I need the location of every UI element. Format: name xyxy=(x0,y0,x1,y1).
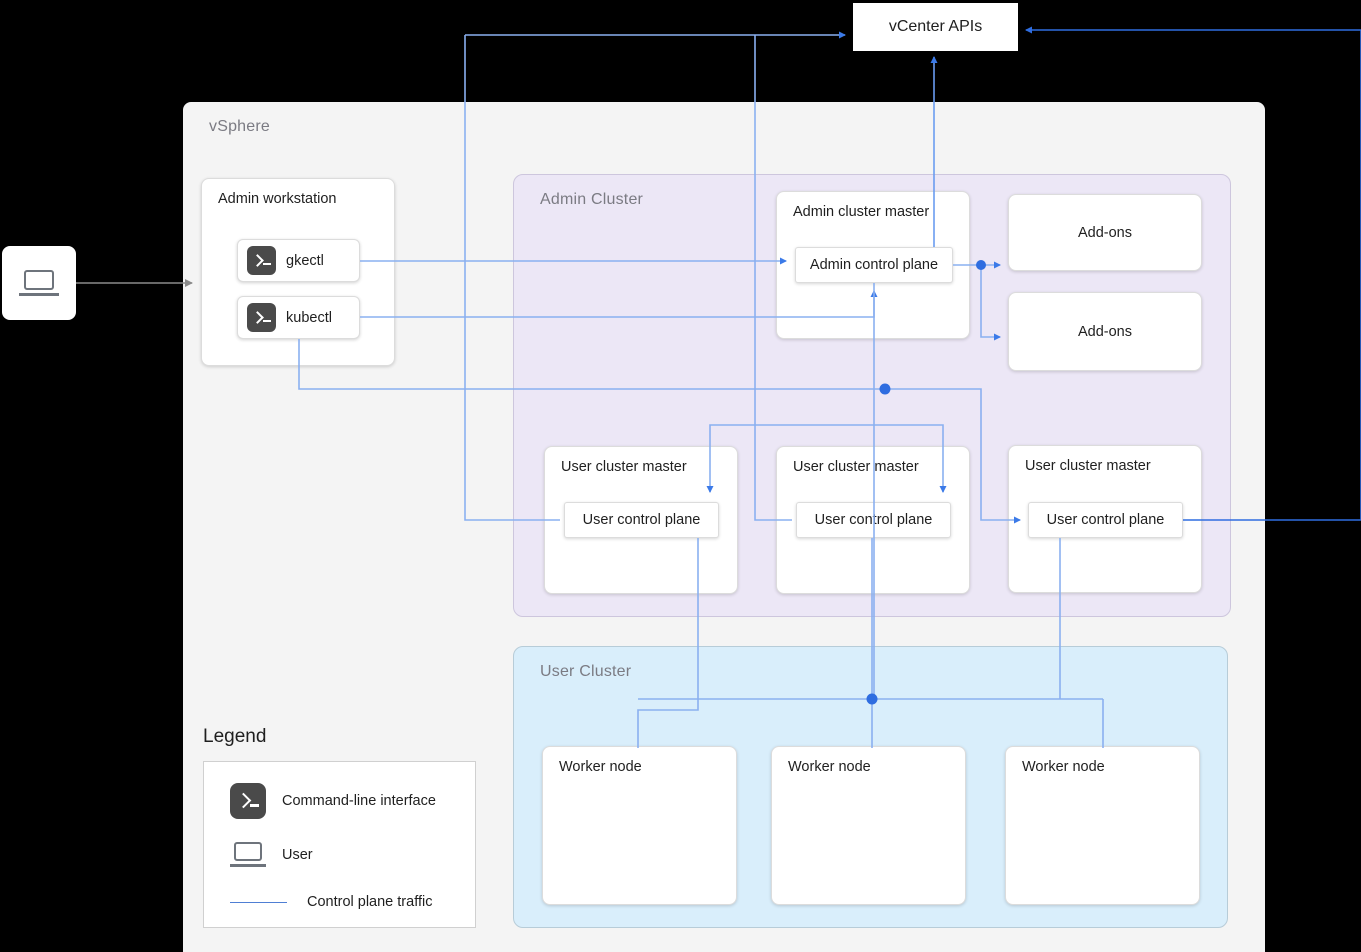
worker-node-card-3: Worker node xyxy=(1005,746,1200,905)
user-cluster-master-title-3: User cluster master xyxy=(1025,458,1151,474)
legend-item-user: User xyxy=(230,841,313,869)
admin-control-plane-label: Admin control plane xyxy=(809,257,939,273)
worker-node-title-3: Worker node xyxy=(1022,759,1105,775)
legend-label-line: Control plane traffic xyxy=(307,894,433,910)
addons-label-1: Add-ons xyxy=(1077,224,1132,241)
line-swatch-icon xyxy=(230,901,287,903)
vcenter-apis-label: vCenter APIs xyxy=(888,18,983,35)
vsphere-label: vSphere xyxy=(209,118,270,135)
cli-chip-gkectl[interactable]: gkectl xyxy=(237,239,360,282)
terminal-icon xyxy=(230,783,266,819)
admin-control-plane-card: Admin control plane xyxy=(795,247,953,283)
worker-node-card-2: Worker node xyxy=(771,746,966,905)
worker-node-title-1: Worker node xyxy=(559,759,642,775)
addons-card-1: Add-ons xyxy=(1008,194,1202,271)
cli-label-kubectl: kubectl xyxy=(286,309,332,326)
terminal-icon xyxy=(247,246,276,275)
terminal-icon xyxy=(247,303,276,332)
worker-node-card-1: Worker node xyxy=(542,746,737,905)
vcenter-apis-box: vCenter APIs xyxy=(853,3,1018,51)
admin-cluster-label: Admin Cluster xyxy=(540,191,644,208)
user-control-plane-label-2: User control plane xyxy=(814,512,933,528)
cli-label-gkectl: gkectl xyxy=(286,252,324,269)
admin-cluster-master-title: Admin cluster master xyxy=(793,204,930,220)
legend-heading: Legend xyxy=(203,726,267,747)
user-control-plane-card-2: User control plane xyxy=(796,502,951,538)
laptop-icon xyxy=(19,268,59,298)
legend-box: Command-line interface User Control plan… xyxy=(203,761,476,928)
user-cluster-label: User Cluster xyxy=(540,663,632,680)
user-cluster-master-title-2: User cluster master xyxy=(793,459,919,475)
cli-chip-kubectl[interactable]: kubectl xyxy=(237,296,360,339)
legend-label-user: User xyxy=(282,847,313,863)
user-cluster-master-title-1: User cluster master xyxy=(561,459,687,475)
legend-label-cli: Command-line interface xyxy=(282,793,436,809)
user-control-plane-card-1: User control plane xyxy=(564,502,719,538)
laptop-icon xyxy=(230,841,266,869)
addons-card-2: Add-ons xyxy=(1008,292,1202,371)
legend-item-line: Control plane traffic xyxy=(219,894,432,910)
legend-item-cli: Command-line interface xyxy=(230,783,436,819)
user-control-plane-card-3: User control plane xyxy=(1028,502,1183,538)
addons-label-2: Add-ons xyxy=(1077,323,1132,340)
worker-node-title-2: Worker node xyxy=(788,759,871,775)
user-control-plane-label-1: User control plane xyxy=(582,512,701,528)
user-control-plane-label-3: User control plane xyxy=(1046,512,1165,528)
user-node xyxy=(2,246,76,320)
admin-workstation-title: Admin workstation xyxy=(218,191,337,207)
